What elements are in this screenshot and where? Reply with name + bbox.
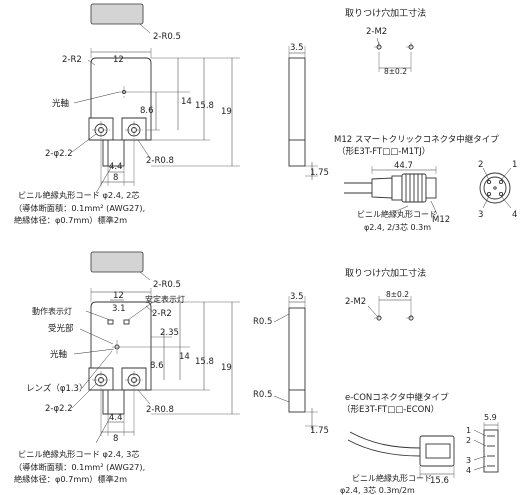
label-stability-lamp: 安定表示灯 [145, 294, 185, 304]
econ-dim-15-6: 15.6 [430, 476, 449, 486]
dim-19: 19 [221, 107, 232, 117]
top-view-slot [90, 3, 144, 25]
econ-model: （形E3T-FT□□-ECON） [342, 404, 439, 415]
dim-1-75: 1.75 [310, 168, 329, 178]
mount-pitch: 8±0.2 [384, 67, 407, 76]
top-front-view: 2-R0.5 2-R2 12 光軸 8.6 14 15.8 19 2-φ2.2 … [14, 3, 240, 225]
b-dim-8: 8 [113, 434, 118, 444]
b-cable-note-line-2: （導体断面積：0.1mm² (AWG27), [14, 462, 145, 472]
econ-connector: e-CONコネクタ中継タイプ （形E3T-FT□□-ECON） 15.6 5.9… [340, 392, 499, 495]
label-receiver: 受光部 [48, 323, 74, 334]
m12-pin-3: 3 [478, 210, 483, 220]
b-dim-4-4: 4.4 [109, 413, 123, 423]
b-dim-r05-top: R0.5 [253, 317, 272, 327]
econ-dim-5-9: 5.9 [484, 413, 497, 422]
dim-14: 14 [181, 97, 192, 107]
dim-4-4: 4.4 [109, 162, 123, 172]
econ-body [419, 435, 455, 467]
b-cable-note-line-1: ビニル絶縁丸形コード φ2.4, 3芯 [18, 449, 140, 459]
dim-corner-radius: 2-R2 [62, 55, 82, 65]
label-optical-axis: 光軸 [52, 98, 69, 109]
m12-thread: M12 [432, 215, 450, 225]
mount-hole-spec: 2-M2 [366, 27, 387, 37]
b-dim-r05-bottom: R0.5 [253, 390, 272, 400]
econ-title: e-CONコネクタ中継タイプ [345, 392, 449, 403]
mount-hole-2 [408, 44, 414, 50]
econ-pin-side [483, 429, 499, 473]
b-mount-pitch: 8±0.2 [386, 290, 409, 299]
label-operation-lamp: 動作表示灯 [32, 306, 72, 316]
b-side-body [288, 307, 306, 413]
bottom-front-view: 2-R0.5 12 安定表示灯 動作表示灯 3.1 2-R2 受光部 2.35 … [14, 251, 240, 484]
m12-pin-1: 1 [512, 160, 517, 170]
b-dim-15-8: 15.8 [195, 357, 214, 367]
b-mount-hole-spec: 2-M2 [345, 297, 366, 307]
b-label-optical-axis: 光軸 [50, 349, 67, 360]
dim-width: 12 [113, 55, 124, 65]
bottom-top-view-slot [90, 251, 144, 273]
b-dim-width: 12 [113, 291, 124, 301]
dim-15-8: 15.8 [195, 101, 214, 111]
b-dim-corner-radius: 2-R2 [152, 309, 172, 319]
m12-pin-face [479, 172, 511, 204]
b-dim-hole-dia: 2-φ2.2 [45, 404, 73, 414]
bottom-side-view: 3.5 R0.5 R0.5 1.75 [253, 292, 329, 436]
dim-8-6: 8.6 [140, 106, 154, 116]
m12-pin-4: 4 [512, 210, 517, 220]
dim-hole-dia: 2-φ2.2 [45, 149, 73, 159]
label-lens: レンズ（φ1.3） [26, 383, 87, 394]
b-mount-hole-1 [376, 315, 382, 321]
b-dim-bottom-radius: 2-R0.8 [146, 405, 174, 415]
b-mount-hole-2 [408, 315, 414, 321]
econ-pin-1: 1 [466, 426, 471, 435]
b-dim-1-75: 1.75 [310, 426, 329, 436]
b-dim-top-radius: 2-R0.5 [153, 280, 181, 290]
m12-pin-2: 2 [478, 160, 483, 170]
dim-top-radius: 2-R0.5 [153, 32, 181, 42]
m12-connector: M12 スマートクリックコネクタ中継タイプ （形E3T-FT□□-M1TJ） 4… [334, 134, 517, 232]
econ-pin-2: 2 [466, 436, 471, 445]
m12-cable-spec: φ2.4, 2/3芯 0.3m [364, 222, 431, 232]
dim-bottom-radius: 2-R0.8 [146, 156, 174, 166]
econ-pin-4: 4 [466, 466, 471, 475]
m12-boot [371, 177, 393, 199]
cable-stub [107, 139, 125, 167]
m12-cable-label: ビニル絶縁丸形コード [357, 209, 437, 219]
cable-note-line-1: ビニル絶縁丸形コード φ2.4, 2芯 [18, 190, 140, 200]
m12-length: 44.7 [394, 161, 413, 171]
stability-lamp [123, 319, 130, 325]
econ-cable-label: ビニル絶縁丸形コード [352, 473, 432, 483]
dim-8: 8 [113, 173, 118, 183]
mounting-holes-top: 取りつけ穴加工寸法 2-M2 8±0.2 [345, 7, 426, 76]
econ-pin-3: 3 [466, 456, 471, 465]
b-dim-thickness: 3.5 [290, 292, 304, 302]
m12-model: （形E3T-FT□□-M1TJ） [337, 146, 430, 157]
mounting-holes-bottom: 取りつけ穴加工寸法 2-M2 8±0.2 [345, 267, 426, 323]
top-side-view: 3.5 1.75 [288, 43, 329, 180]
b-dim-19: 19 [221, 363, 232, 373]
b-dim-8-6: 8.6 [150, 361, 164, 371]
b-dim-14: 14 [179, 352, 190, 362]
b-mount-title: 取りつけ穴加工寸法 [345, 267, 426, 279]
side-body [288, 57, 306, 167]
b-dim-2-35: 2.35 [160, 328, 179, 338]
cable-note-line-3: 絶縁体径：φ0.7mm）標準2m [14, 215, 127, 225]
m12-title: M12 スマートクリックコネクタ中継タイプ [334, 134, 499, 145]
dim-thickness: 3.5 [290, 43, 304, 53]
econ-cable-spec: φ2.4, 3芯 0.3m/2m [340, 485, 415, 495]
operation-lamp [107, 319, 114, 325]
b-cable-note-line-3: 絶縁体径：φ0.7mm）標準2m [14, 474, 127, 484]
mount-title: 取りつけ穴加工寸法 [345, 7, 426, 19]
cable-note-line-2: （導体断面積：0.1mm² (AWG27), [14, 203, 145, 213]
b-dim-3-1: 3.1 [112, 304, 126, 314]
